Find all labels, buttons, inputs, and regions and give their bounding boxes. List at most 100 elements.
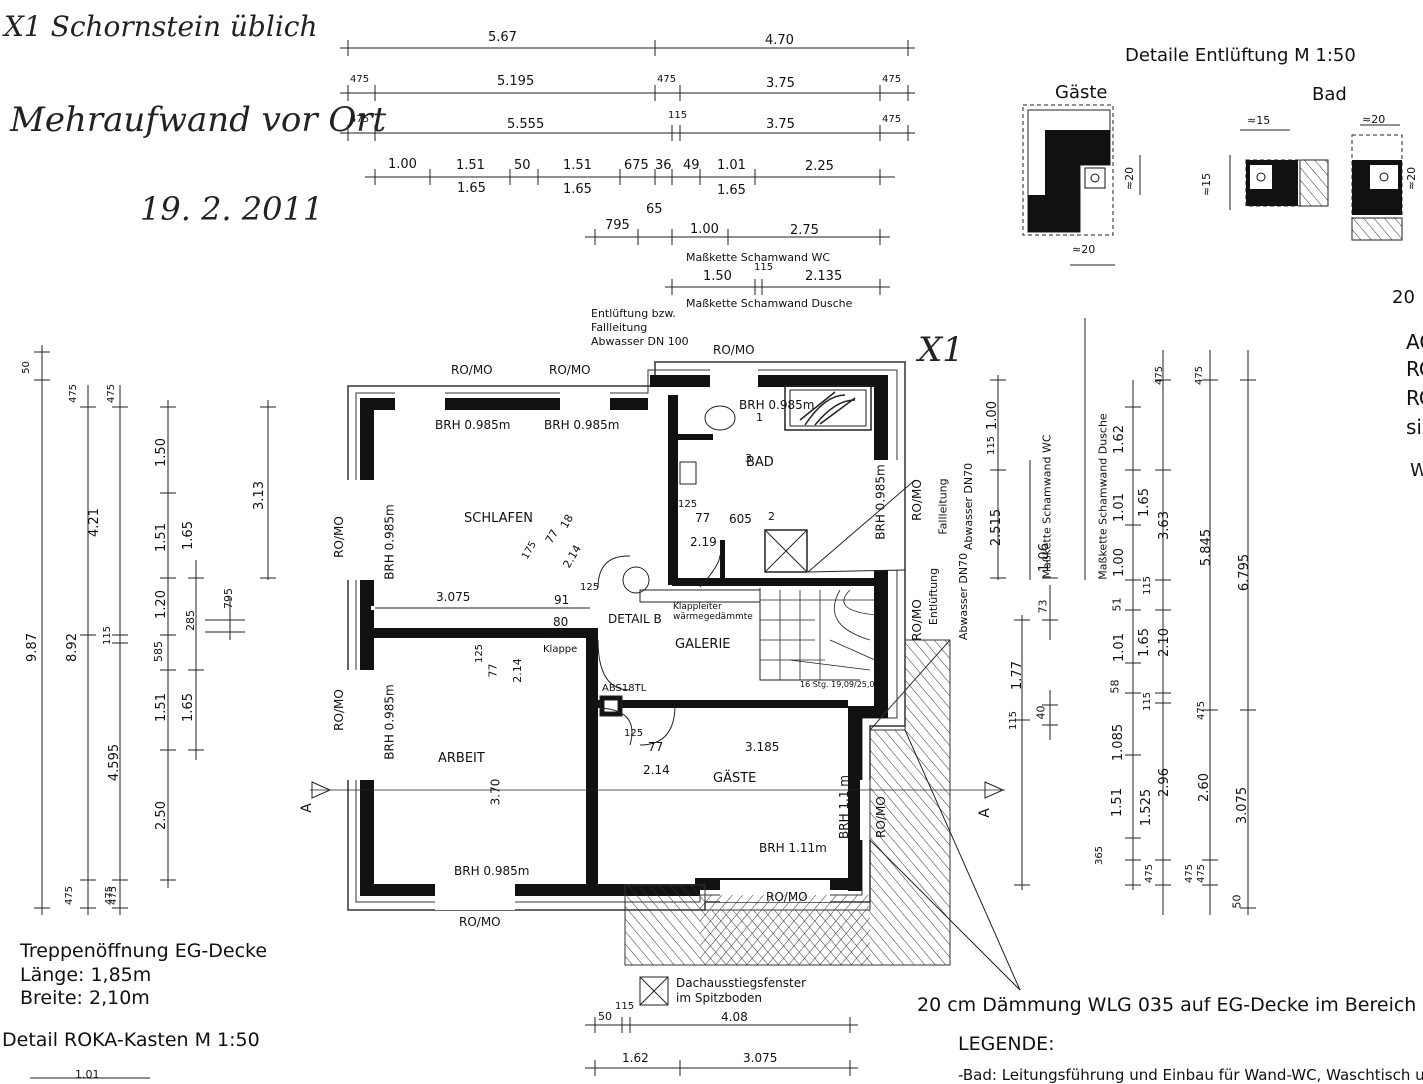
ldim-5: 4.21 [86,508,102,537]
ldim-2: 9.87 [24,633,40,662]
idim-17: 125 [624,728,644,739]
insulation-note: 20 cm Dämmung WLG 035 auf EG-Decke im Be… [917,994,1423,1016]
rdim-19: 1.65 [1136,488,1152,517]
dim-r3-3: 115 [668,110,688,121]
romo-9: RO/MO [766,890,808,904]
rdim-35: 3.075 [1235,786,1251,825]
ldim-10: 475 [106,383,118,404]
dim-r4-5: 675 [624,158,649,173]
doors [597,554,721,746]
dim-r3-5: 475 [882,114,902,125]
label-klappe: Klappe [543,644,578,655]
rdim-14: 58 [1108,679,1122,694]
ldim-19: 1.65 [180,693,196,722]
rdim-34: 6.795 [1237,553,1253,592]
dim-wc-2: 65 [646,202,663,217]
dim-top-2: 4.70 [765,33,794,48]
handwritten-mark: X1 [918,330,964,370]
ldim-8: 4.595 [107,743,123,782]
vent-top-2: Fallleitung [591,321,648,334]
brh-left-2: BRH 0.985m [382,684,397,760]
ldim-17: 475 [108,885,120,906]
ldim-12: 1.51 [153,523,169,552]
idim-1: 3.075 [436,590,471,604]
brh-schlafen-1: BRH 0.985m [435,418,511,432]
rdim-7: 115 [1008,710,1020,731]
top-dimension-lines [340,40,915,295]
rlabel-dusche: Maßkette Schamwand Dusche [1096,413,1110,580]
rdim-17: 365 [1094,845,1106,866]
room-galerie: GALERIE [675,637,731,652]
cut-text-6: W [1410,460,1423,481]
dim-r2-1: 475 [350,74,370,85]
rdim-1: 1.00 [984,401,1000,430]
stairs [759,588,876,681]
detail-dim-3: ≈15 [1200,172,1214,197]
rdim-12: 51 [1110,597,1124,612]
rdim-30: 5.845 [1199,528,1215,567]
rdim-20: 115 [1142,575,1154,596]
circle-3: 3 [745,452,752,465]
detail-dim-1: ≈20 [1123,166,1137,191]
room-arbeit: ARBEIT [438,751,485,766]
idim-2: 91 [554,593,570,607]
detail-dim-4: ≈15 [1247,114,1271,127]
dim-r4b-3: 1.65 [717,183,746,198]
bdim-4: 1.62 [622,1051,649,1065]
dim-top-1: 5.67 [488,30,517,45]
rdim-9: 1.62 [1111,425,1127,454]
detail-guest-label: Gäste [1055,82,1108,103]
rdim-11: 1.00 [1111,548,1127,577]
right-dimension-lines [990,318,1256,915]
ldim-6: 8.92 [64,633,80,662]
brh-bad: BRH 0.985m [739,398,815,412]
cut-text-2: AC [1406,330,1423,354]
rdim-28: 2.96 [1156,768,1172,797]
idim-9: 125 [678,499,698,510]
dim-r3-2: 5.555 [507,117,545,132]
idim-20: 3.185 [745,740,780,754]
rdim-5: 73 [1036,599,1050,614]
section-a-right: A [976,808,993,818]
dim-shower-1: 1.50 [703,269,732,284]
ldim-15: 1.51 [153,693,169,722]
idim-10: 77 [695,511,711,525]
sanitary-fixtures [599,385,916,717]
detail-bath-label: Bad [1312,84,1347,105]
brh-schlafen-2: BRH 0.985m [544,418,620,432]
stair-opening-width: Breite: 2,10m [20,987,150,1009]
room-bad: BAD [746,455,774,470]
romo-5: RO/MO [331,689,346,731]
idim-14: 77 [486,663,500,678]
dim-r4-6: 36 [655,158,672,173]
rdim-22: 115 [1142,691,1154,712]
vent-top-3: Abwasser DN 100 [591,335,689,348]
label-masskette-dusche: Maßkette Schamwand Dusche [686,297,853,310]
section-a-left: A [298,803,315,813]
ldim-18: 1.65 [180,521,196,550]
roof-hatching [624,639,1021,991]
detail-dim-6: ≈20 [1405,166,1419,191]
dim-shower-3: 2.135 [805,269,843,284]
rdim-18: 475 [1144,863,1156,884]
room-schlafen: SCHLAFEN [464,511,533,526]
vent-right1-a: Fallleitung [936,478,950,535]
vent-top-1: Entlüftung bzw. [591,307,676,320]
rdim-3: 2.515 [989,508,1005,547]
rdim-29: 475 [1194,365,1206,386]
ldim-4: 475 [68,383,80,404]
label-klappleiter-2: wärmegedämmte [673,612,753,622]
rdim-16: 1.51 [1109,788,1125,817]
section-markers [310,781,1005,799]
vent-right1-b: Abwasser DN70 [962,462,976,551]
romo-6: RO/MO [909,479,924,521]
dim-r4-9: 2.25 [805,159,834,174]
romo-2: RO/MO [549,363,591,377]
romo-10: RO/MO [459,915,501,929]
rdim-13: 1.01 [1111,633,1127,662]
rdim-2: 115 [986,435,998,456]
circle-2: 2 [768,510,775,523]
detail-roka-title: Detail ROKA-Kasten M 1:50 [2,1029,260,1051]
idim-12: 2.19 [690,535,717,549]
